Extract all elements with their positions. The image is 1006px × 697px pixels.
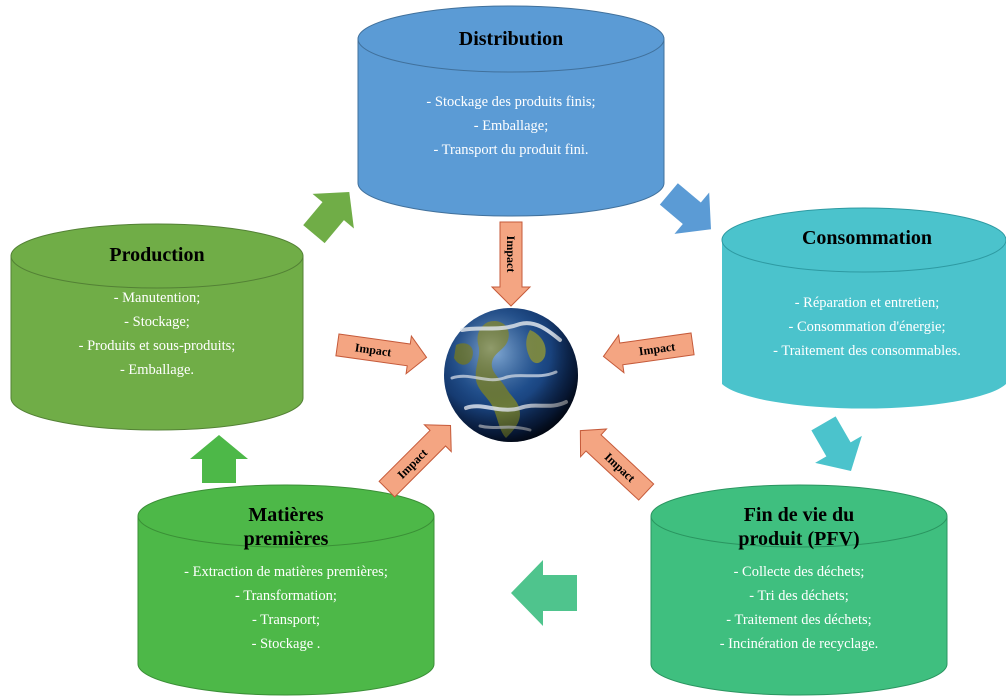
matieres-item: - Extraction de matières premières; [184, 564, 388, 580]
consommation-item: - Consommation d'énergie; [788, 319, 946, 335]
earth-globe-image [444, 308, 578, 442]
matieres-title: Matières premières [138, 503, 434, 551]
fin-de-vie-item: - Collecte des déchets; [733, 564, 865, 580]
distribution-item: - Transport du produit fini. [433, 142, 589, 158]
fin-de-vie-title-line: produit (PFV) [738, 528, 860, 550]
distribution-title: Distribution [458, 28, 564, 50]
flow-arrow-distribution-to-consommation [659, 183, 711, 234]
fin-de-vie-item: - Traitement des déchets; [726, 612, 872, 628]
impact-arrow-consommation: Impact [602, 332, 695, 374]
distribution-items: - Stockage des produits finis; - Emballa… [361, 90, 661, 162]
cylinder-production [10, 223, 304, 431]
production-item: - Manutention; [113, 290, 201, 306]
impact-arrow-production: Impact [335, 333, 428, 375]
matieres-title-line: premières [243, 528, 329, 550]
distribution-item: - Stockage des produits finis; [426, 94, 596, 110]
fin-de-vie-title-line: Fin de vie du [743, 504, 855, 526]
cylinder-distribution [357, 5, 665, 217]
impact-arrow-distribution: Impact [490, 221, 532, 307]
consommation-item: - Réparation et entretien; [794, 295, 940, 311]
flow-arrow-fin-de-vie-to-matieres [511, 560, 577, 626]
impact-arrow-fin-de-vie: Impact [579, 428, 655, 501]
fin-de-vie-title: Fin de vie du produit (PFV) [651, 503, 947, 551]
distribution-item: - Emballage; [473, 118, 549, 134]
production-item: - Emballage. [119, 362, 195, 378]
matieres-title-line: Matières [248, 504, 324, 526]
impact-label: Impact [354, 340, 392, 359]
matieres-item: - Stockage . [251, 636, 321, 652]
production-item: - Stockage; [124, 314, 190, 330]
matieres-item: - Transformation; [235, 588, 337, 604]
matieres-items: - Extraction de matières premières; - Tr… [138, 560, 434, 656]
consommation-item: - Traitement des consommables. [773, 343, 961, 359]
flow-arrow-consommation-to-fin-de-vie [811, 416, 862, 471]
production-items: - Manutention; - Stockage; - Produits et… [11, 286, 303, 382]
consommation-items: - Réparation et entretien; - Consommatio… [727, 291, 1006, 363]
production-item: - Produits et sous-produits; [78, 338, 236, 354]
production-title: Production [109, 244, 205, 266]
flow-arrow-production-to-distribution [303, 192, 354, 244]
cylinder-consommation [721, 207, 1006, 409]
cylinder-matieres [137, 484, 435, 696]
fin-de-vie-item: - Incinération de recyclage. [719, 636, 879, 652]
impact-label: Impact [638, 339, 676, 358]
impact-label: Impact [504, 236, 518, 273]
matieres-item: - Transport; [251, 612, 321, 628]
flow-arrow-matieres-to-production [190, 435, 248, 483]
fin-de-vie-item: - Tri des déchets; [749, 588, 849, 604]
impact-arrow-matieres: Impact [378, 424, 452, 498]
consommation-title: Consommation [801, 227, 932, 249]
fin-de-vie-items: - Collecte des déchets; - Tri des déchet… [651, 560, 947, 656]
cylinder-fin-de-vie [650, 484, 948, 696]
